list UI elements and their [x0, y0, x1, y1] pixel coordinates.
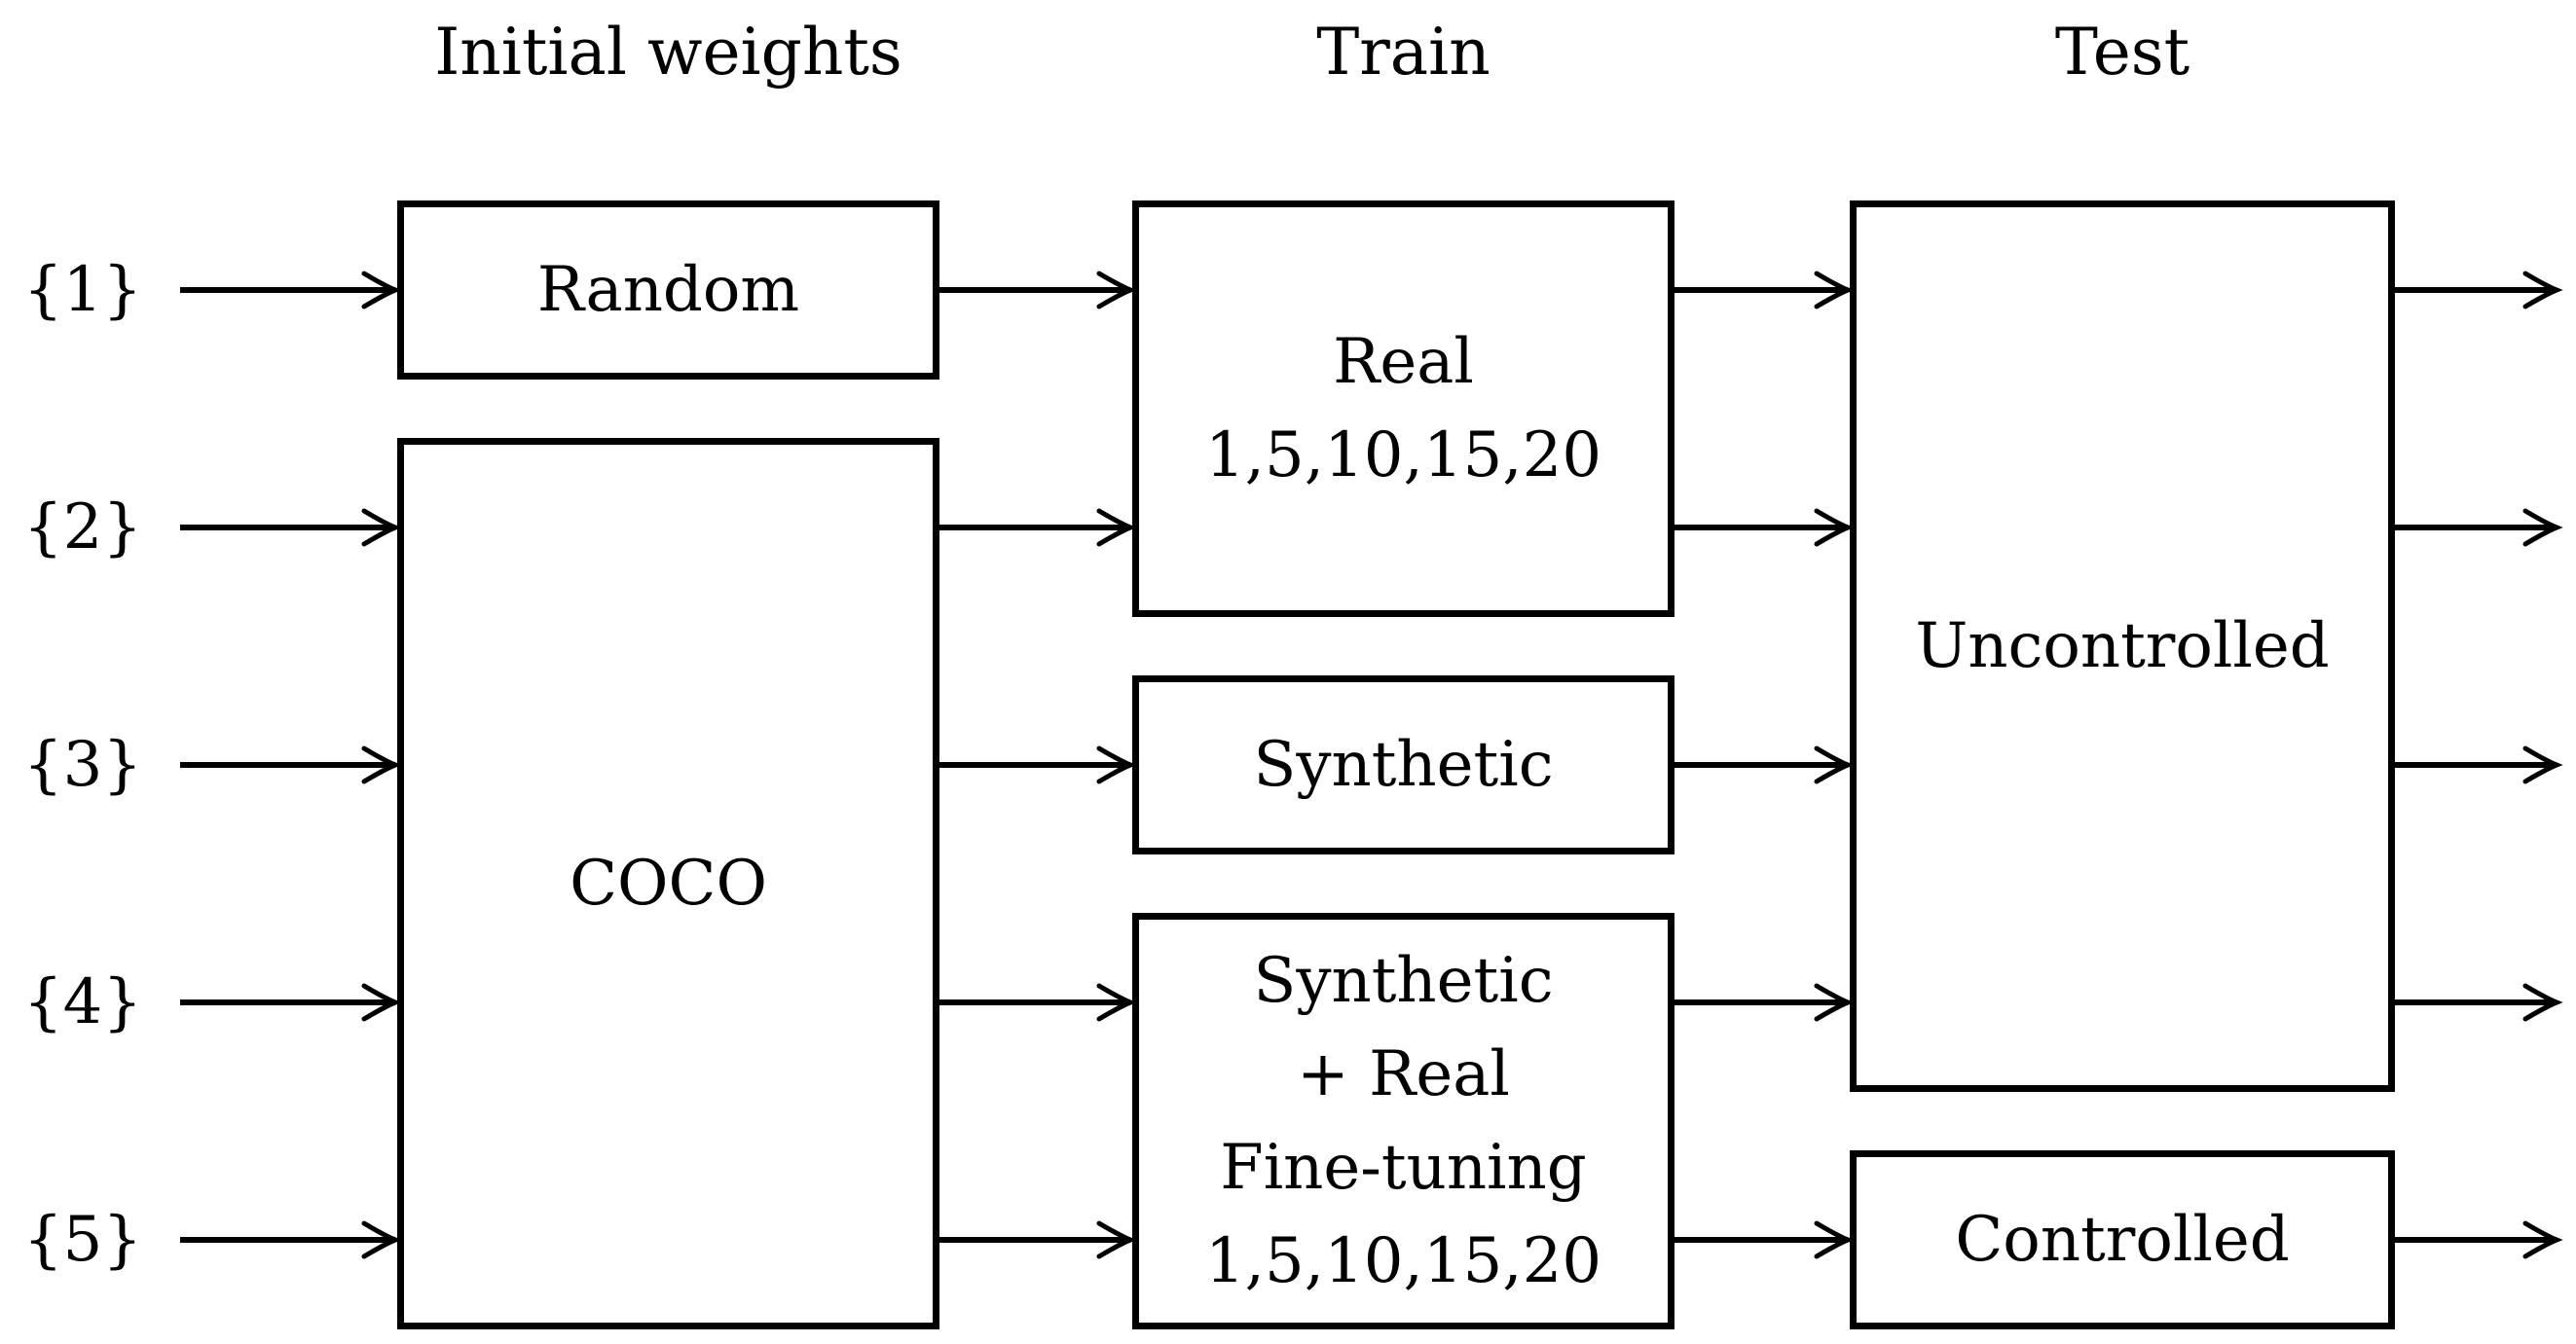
- row-label-5: {5}: [22, 1204, 143, 1276]
- box-test-controlled: Controlled: [1850, 1150, 2395, 1329]
- row-label-2: {2}: [22, 491, 143, 563]
- row-label-4: {4}: [22, 966, 143, 1038]
- box-train-real-label: Real 1,5,10,15,20: [1205, 315, 1601, 502]
- box-train-real-line-2: 1,5,10,15,20: [1204, 419, 1602, 491]
- box-train-real-line-1: Real: [1333, 326, 1474, 398]
- column-header-train: Train: [1316, 15, 1490, 90]
- box-random-weights: Random: [397, 200, 939, 380]
- box-random-weights-label: Random: [536, 254, 800, 326]
- column-header-test: Test: [2054, 15, 2190, 90]
- box-train-real: Real 1,5,10,15,20: [1132, 200, 1674, 617]
- box-test-controlled-label: Controlled: [1955, 1204, 2290, 1276]
- box-train-synthetic-label: Synthetic: [1253, 729, 1554, 801]
- box-train-synthetic-real-line-2: + Real: [1297, 1038, 1510, 1110]
- box-test-uncontrolled: Uncontrolled: [1850, 200, 2395, 1092]
- column-header-initial-weights: Initial weights: [434, 15, 902, 90]
- box-test-uncontrolled-label: Uncontrolled: [1915, 610, 2330, 682]
- box-train-synthetic-real-line-4: 1,5,10,15,20: [1204, 1225, 1602, 1297]
- box-coco-weights: COCO: [397, 438, 939, 1329]
- box-coco-weights-label: COCO: [570, 848, 767, 920]
- box-train-synthetic-real-label: Synthetic + Real Fine-tuning 1,5,10,15,2…: [1205, 934, 1601, 1308]
- box-train-synthetic-real-line-3: Fine-tuning: [1220, 1132, 1587, 1204]
- box-train-synthetic: Synthetic: [1132, 675, 1674, 854]
- row-label-1: {1}: [22, 254, 143, 326]
- row-label-3: {3}: [22, 729, 143, 801]
- box-train-synthetic-real-line-1: Synthetic: [1253, 945, 1554, 1017]
- box-train-synthetic-real-finetuning: Synthetic + Real Fine-tuning 1,5,10,15,2…: [1132, 913, 1674, 1329]
